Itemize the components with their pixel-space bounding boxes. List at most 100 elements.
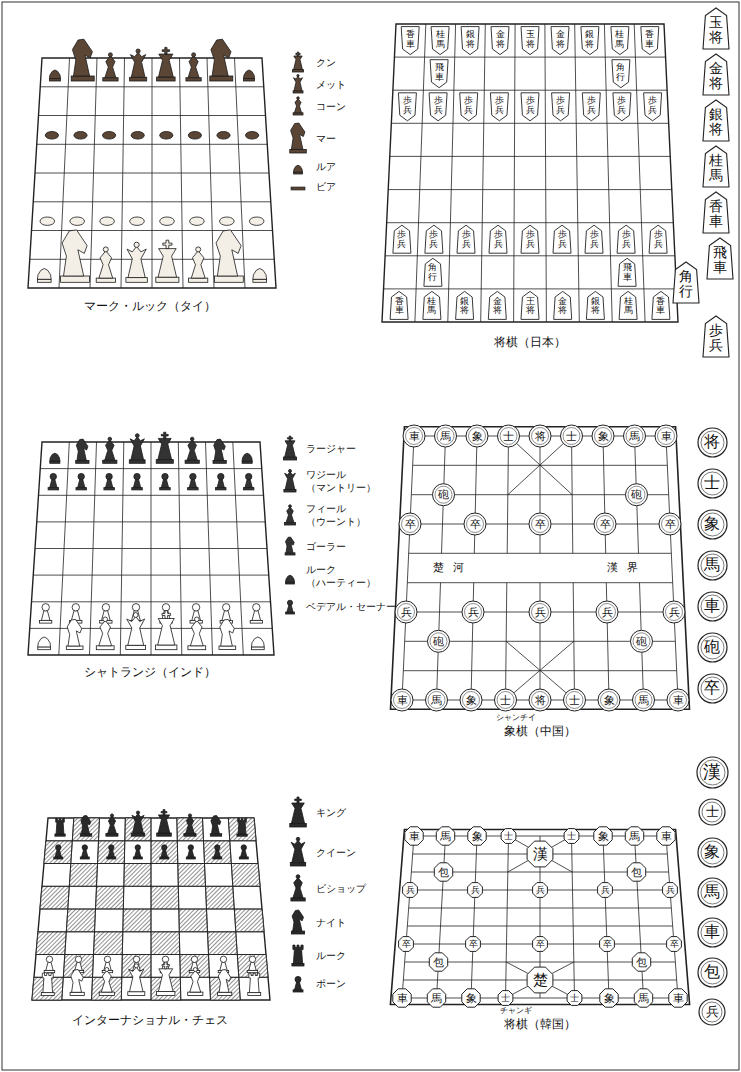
- shogi-piece: [398, 93, 416, 121]
- board-line: [36, 954, 266, 955]
- board-line: [603, 836, 609, 998]
- piece-label: 銀将: [591, 297, 600, 317]
- janggi-piece: [600, 989, 618, 1007]
- board-line: [40, 909, 262, 910]
- game-piece: [291, 187, 305, 190]
- round-piece-disc: 士: [697, 468, 728, 499]
- game-piece: [213, 845, 222, 859]
- game-piece: [104, 473, 115, 490]
- piece-base: [156, 277, 179, 282]
- piece-base: [157, 992, 175, 996]
- piece-head: [195, 617, 200, 622]
- board-line: [178, 442, 182, 655]
- board-line: [603, 436, 606, 553]
- game-piece: [128, 964, 145, 996]
- game-piece: [80, 845, 89, 859]
- game-piece: [107, 845, 116, 859]
- shogi-piece: [461, 27, 479, 55]
- piece-body: [238, 818, 247, 834]
- piece-body: [294, 56, 303, 70]
- piece-label: 銀将: [460, 297, 469, 317]
- board-line: [32, 230, 273, 231]
- xiangqi-piece: [529, 425, 551, 447]
- piece-body: [45, 132, 58, 140]
- shogi-piece: [401, 27, 419, 55]
- piece-head: [42, 604, 49, 611]
- piece-body: [74, 132, 87, 140]
- xiangqi-piece: [426, 689, 448, 711]
- piece-label: 桂馬: [624, 297, 633, 317]
- board-square: [390, 830, 689, 1005]
- xiangqi-piece-ring: [532, 516, 549, 533]
- piece-base: [157, 833, 172, 836]
- piece-name: 桂馬: [709, 153, 723, 184]
- piece-body: [220, 217, 235, 225]
- piece-label: 香車: [395, 297, 404, 317]
- shogi-piece: [489, 225, 507, 253]
- game-piece: [54, 845, 63, 859]
- game-piece: [157, 810, 172, 837]
- board-line: [545, 24, 547, 322]
- board-line: [35, 173, 269, 174]
- piece-body: [82, 850, 88, 857]
- piece-body: [108, 850, 114, 857]
- piece-label: 象: [472, 831, 483, 842]
- piece-base: [61, 276, 90, 282]
- game-piece: [293, 976, 303, 992]
- xiangqi-piece: [462, 601, 484, 623]
- disc-ring: [701, 554, 724, 577]
- piece-body: [103, 132, 116, 140]
- game-piece: [285, 505, 296, 525]
- piece-head: [192, 604, 199, 611]
- game-piece: [100, 217, 115, 225]
- piece-name: 漢: [703, 762, 721, 782]
- piece-base: [156, 645, 177, 650]
- shogi-piece: [612, 60, 630, 88]
- piece-base: [131, 833, 145, 836]
- piece-label: 角行: [616, 63, 625, 83]
- piece-body: [40, 217, 55, 225]
- game-piece: [133, 845, 142, 859]
- disc-outline: [698, 510, 727, 539]
- janggi-piece: [533, 937, 548, 952]
- piece-name: 卒: [704, 679, 720, 697]
- janggi-piece: [657, 827, 675, 845]
- board-line: [177, 818, 181, 1000]
- piece-label: 士: [500, 695, 511, 706]
- shogi-piece: [424, 258, 442, 286]
- piece-label: 兵: [401, 607, 412, 618]
- piece-body: [105, 56, 116, 78]
- piece-head: [188, 845, 193, 850]
- piece-head: [218, 473, 224, 479]
- janggi-piece: [669, 989, 687, 1007]
- piece-body: [55, 850, 61, 857]
- piece-cross: [287, 436, 292, 441]
- shogi-piece: [641, 27, 659, 55]
- legend-label: ルーク （ハーティー）: [306, 563, 378, 589]
- piece-label: 卒: [603, 940, 612, 949]
- game-piece: [130, 217, 145, 225]
- piece-base: [76, 460, 89, 463]
- game-piece: [189, 247, 208, 282]
- piece-head: [46, 956, 52, 962]
- xiangqi-piece-ring: [437, 428, 454, 445]
- piece-name: 兵: [706, 1005, 719, 1019]
- board-line: [34, 977, 268, 978]
- board-line: [604, 24, 612, 322]
- piece-body: [218, 970, 230, 993]
- piece-base: [128, 992, 145, 996]
- piece-body: [127, 617, 145, 646]
- piece-base: [70, 992, 84, 995]
- legend-label: コーン: [316, 100, 346, 113]
- piece-base: [157, 77, 176, 81]
- piece-name: 香車: [709, 199, 723, 230]
- game-piece: [190, 217, 205, 225]
- piece-body: [78, 479, 85, 487]
- game-piece: [126, 242, 147, 282]
- shogi-piece: [521, 27, 539, 55]
- piece-label: 歩兵: [648, 96, 657, 116]
- round-piece-disc: 象: [697, 837, 728, 868]
- game-piece: [184, 814, 196, 836]
- game-piece: [76, 473, 87, 490]
